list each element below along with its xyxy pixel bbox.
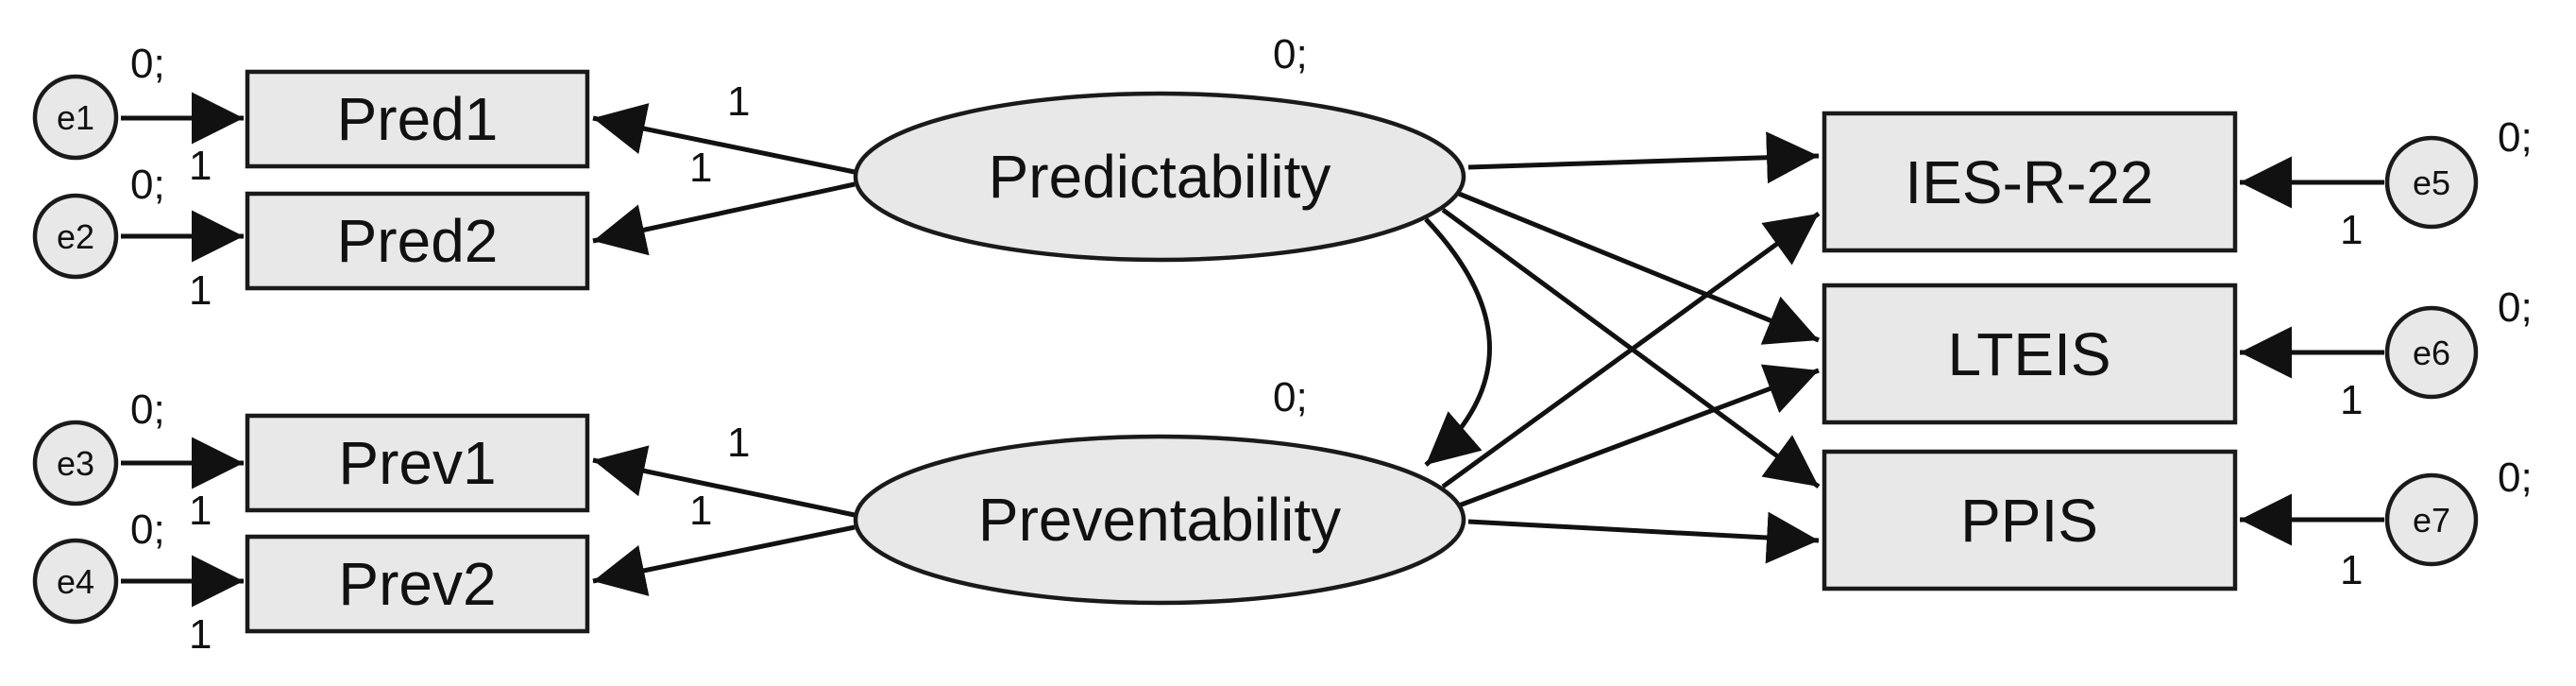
observed-pred1: Pred1: [245, 69, 590, 169]
weight-label-e1: 1: [189, 143, 212, 189]
variance-label-predictability: 0;: [1273, 31, 1308, 77]
edge-preventability-prev2: [592, 524, 856, 596]
observed-label: IES-R-22: [1905, 148, 2153, 216]
edge-predictability-lteis: [1458, 191, 1820, 345]
error-e4: e4: [32, 538, 119, 625]
error-e1: e1: [32, 74, 119, 161]
error-label: e2: [57, 217, 94, 256]
edge-predictability-pred2: [592, 181, 856, 256]
edge-preventability-ies: [1441, 211, 1821, 489]
weight-label-prev2: 1: [689, 488, 712, 534]
variance-label-e6: 0;: [2498, 284, 2533, 331]
covariance-arc: [1371, 163, 1492, 467]
observed-ies-r-22: IES-R-22: [1822, 111, 2238, 253]
error-label: e1: [57, 98, 94, 137]
observed-label: Pred1: [337, 85, 499, 153]
observed-lteis: LTEIS: [1822, 283, 2238, 425]
error-label: e3: [57, 444, 94, 483]
latent-label: Preventability: [978, 486, 1341, 554]
variance-label-e2: 0;: [130, 162, 165, 208]
latent-predictability: Predictability: [853, 91, 1466, 263]
weight-label-pred1: 1: [727, 78, 750, 125]
observed-label: Prev1: [338, 429, 496, 497]
observed-label: PPIS: [1960, 487, 2098, 555]
variance-label-e7: 0;: [2498, 454, 2533, 501]
edge-preventability-prev1: [592, 445, 856, 518]
edge-preventability-lteis: [1458, 364, 1820, 508]
error-e3: e3: [32, 420, 119, 506]
observed-label: Prev2: [338, 550, 496, 618]
error-e6: e6: [2384, 305, 2479, 400]
observed-label: LTEIS: [1947, 320, 2110, 388]
weight-label-e2: 1: [189, 267, 212, 314]
variance-label-e3: 0;: [130, 386, 165, 433]
weight-label-e5: 1: [2340, 207, 2363, 253]
weight-label-prev1: 1: [727, 420, 750, 466]
observed-prev2: Prev2: [245, 534, 590, 634]
weight-label-e3: 1: [189, 488, 212, 534]
weight-label-e4: 1: [189, 611, 212, 658]
variance-label-e1: 0;: [130, 41, 165, 87]
error-label: e7: [2413, 501, 2450, 540]
error-e2: e2: [32, 193, 119, 280]
edge-preventability-ppis: [1467, 511, 1820, 564]
latent-preventability: Preventability: [853, 434, 1466, 606]
weight-label-e7: 1: [2340, 547, 2363, 593]
error-label: e5: [2413, 163, 2450, 202]
latent-label: Predictability: [989, 143, 1331, 211]
error-label: e4: [57, 562, 94, 601]
observed-prev1: Prev1: [245, 413, 590, 513]
edge-predictability-pred1: [592, 103, 856, 175]
error-e5: e5: [2384, 135, 2479, 230]
weight-label-pred2: 1: [689, 145, 712, 191]
error-label: e6: [2413, 334, 2450, 372]
error-e7: e7: [2384, 472, 2479, 567]
observed-label: Pred2: [337, 207, 499, 275]
variance-label-e5: 0;: [2498, 114, 2533, 161]
variance-label-preventability: 0;: [1273, 374, 1308, 420]
weight-label-e6: 1: [2340, 377, 2363, 423]
edge-predictability-ies: [1467, 131, 1820, 184]
observed-ppis: PPIS: [1822, 449, 2238, 592]
observed-pred2: Pred2: [245, 191, 590, 291]
variance-label-e4: 0;: [130, 506, 165, 553]
